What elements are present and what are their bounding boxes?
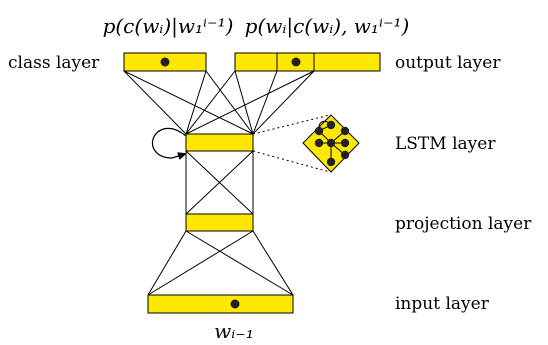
input-layer-label: input layer (395, 294, 490, 314)
input-layer-active-unit (230, 299, 240, 309)
class-probability-formula: p(c(wᵢ)|w₁ⁱ⁻¹) (103, 14, 234, 39)
recurrent-loop-arrow (151, 127, 187, 160)
input-projection-edge (147, 230, 187, 296)
class-layer-active-unit (160, 57, 170, 67)
lstm-cell-detail (302, 114, 360, 173)
lstm-output-edge (185, 70, 236, 135)
lstm-class-edge (205, 70, 254, 135)
projection-lstm-edge (185, 150, 254, 215)
connection-lines (123, 70, 315, 296)
lstm-output-edge (185, 70, 315, 135)
zoom-dotted-line-top (252, 114, 331, 135)
output-layer-label: output layer (395, 53, 501, 73)
lstm-output-edge (234, 70, 254, 135)
lstm-gate-node (326, 157, 336, 167)
projection-layer-box (185, 213, 254, 232)
input-layer-box (147, 294, 294, 314)
lstm-gate-node (326, 138, 336, 148)
lstm-gate-node (326, 120, 336, 130)
output-layer-box (234, 52, 381, 72)
lstm-class-edge (123, 70, 187, 135)
lstm-class-edge (185, 70, 207, 135)
class-layer-label: class layer (8, 53, 100, 73)
lstm-gate-node (340, 126, 350, 136)
lstm-gate-node (314, 138, 324, 148)
lstm-output-edge (252, 70, 278, 135)
lstm-gate-node (340, 150, 350, 160)
input-projection-edge (252, 230, 294, 296)
projection-layer-label: projection layer (395, 214, 532, 234)
lstm-gate-node (314, 126, 324, 136)
lstm-layer-box (185, 133, 254, 152)
lstm-class-edge (123, 70, 254, 135)
output-probability-formula: p(wᵢ|c(wᵢ), w₁ⁱ⁻¹) (245, 14, 410, 39)
lstm-layer-label: LSTM layer (395, 134, 496, 154)
zoom-dotted-line-bottom (252, 150, 331, 173)
input-word-formula: wᵢ₋₁ (214, 319, 254, 343)
lstm-gate-node (340, 138, 350, 148)
output-layer-active-unit (291, 57, 301, 67)
input-projection-edge (185, 230, 294, 296)
lstm-output-edge (252, 70, 315, 135)
input-projection-edge (147, 230, 254, 296)
